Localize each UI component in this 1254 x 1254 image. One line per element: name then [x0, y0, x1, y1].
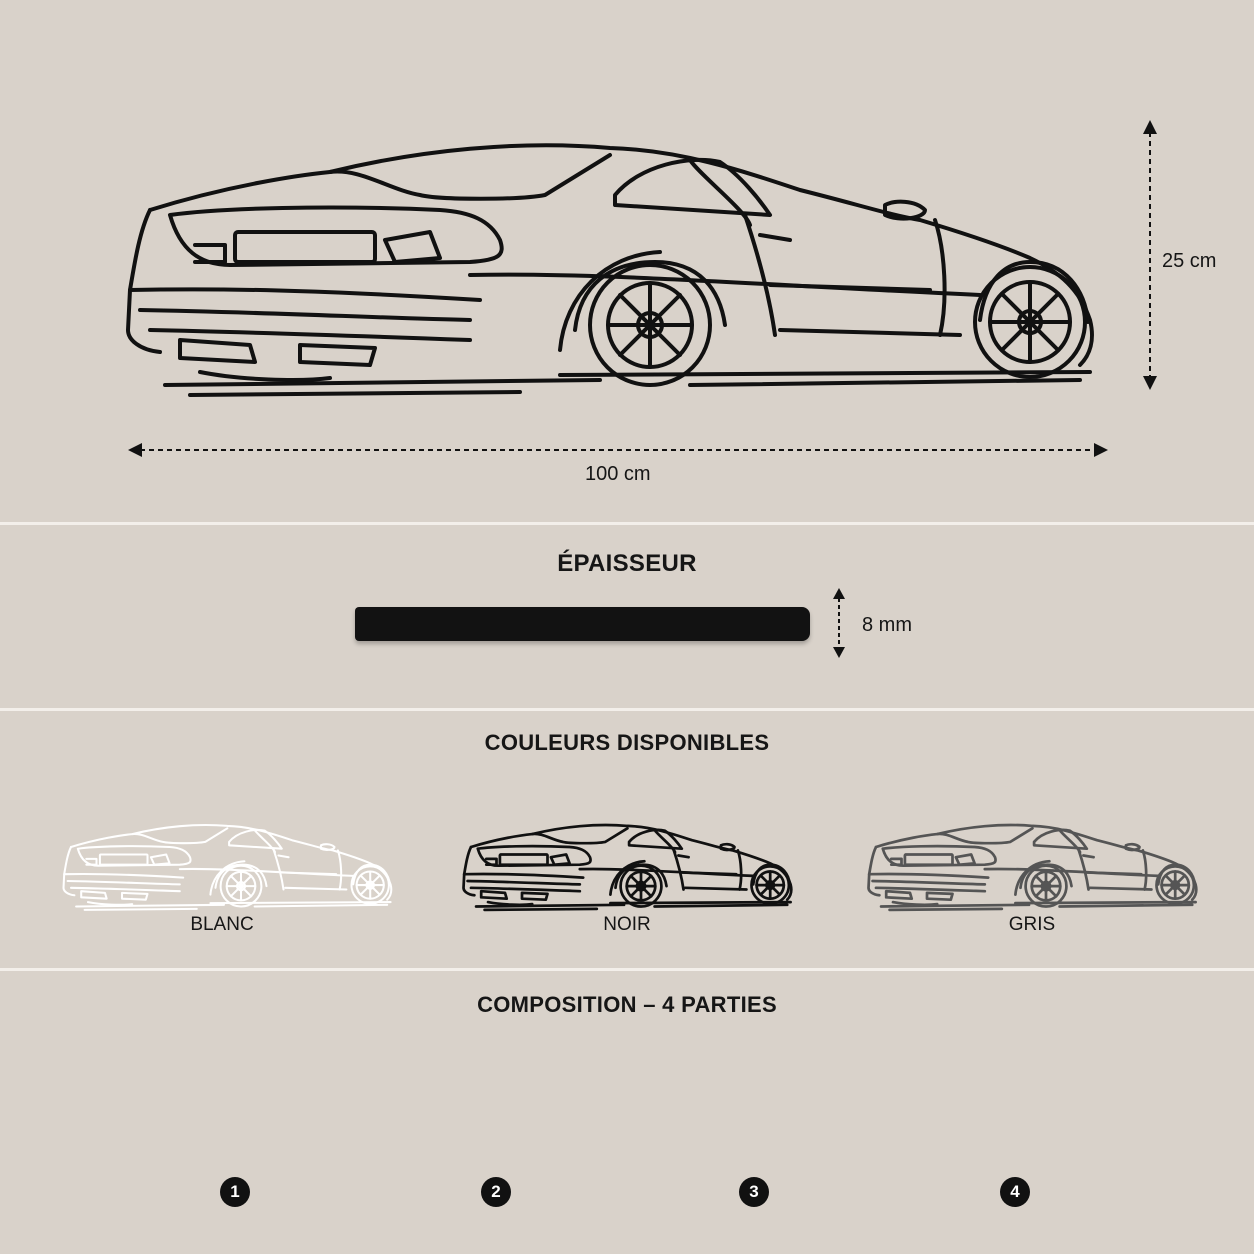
car-swatch-black	[462, 823, 793, 912]
thickness-arrow	[833, 588, 845, 658]
color-label-white: BLANC	[190, 914, 254, 935]
part-number-1: 1	[220, 1177, 250, 1207]
car-swatch-grey	[867, 823, 1198, 912]
part-number-4: 4	[1000, 1177, 1030, 1207]
composition-part-4	[925, 1025, 1125, 1165]
width-label: 100 cm	[585, 463, 651, 485]
thickness-label: 8 mm	[862, 614, 912, 636]
car-swatch-white	[62, 823, 393, 911]
thickness-bar	[355, 607, 810, 641]
composition-title: COMPOSITION – 4 PARTIES	[477, 992, 777, 1017]
color-label-grey: GRIS	[1008, 914, 1056, 935]
width-arrow	[128, 443, 1108, 457]
height-arrow	[1143, 120, 1157, 390]
height-label: 25 cm	[1162, 250, 1217, 272]
section-divider	[0, 968, 1254, 971]
section-divider	[0, 522, 1254, 525]
colors-title: COULEURS DISPONIBLES	[484, 730, 770, 755]
composition-part-3	[662, 1025, 862, 1165]
thickness-title: ÉPAISSEUR	[557, 550, 697, 577]
part-number-3: 3	[739, 1177, 769, 1207]
color-label-black: NOIR	[603, 914, 651, 935]
composition-part-1	[135, 1025, 335, 1165]
part-number-2: 2	[481, 1177, 511, 1207]
composition-part-2	[413, 1025, 613, 1165]
section-divider	[0, 708, 1254, 711]
